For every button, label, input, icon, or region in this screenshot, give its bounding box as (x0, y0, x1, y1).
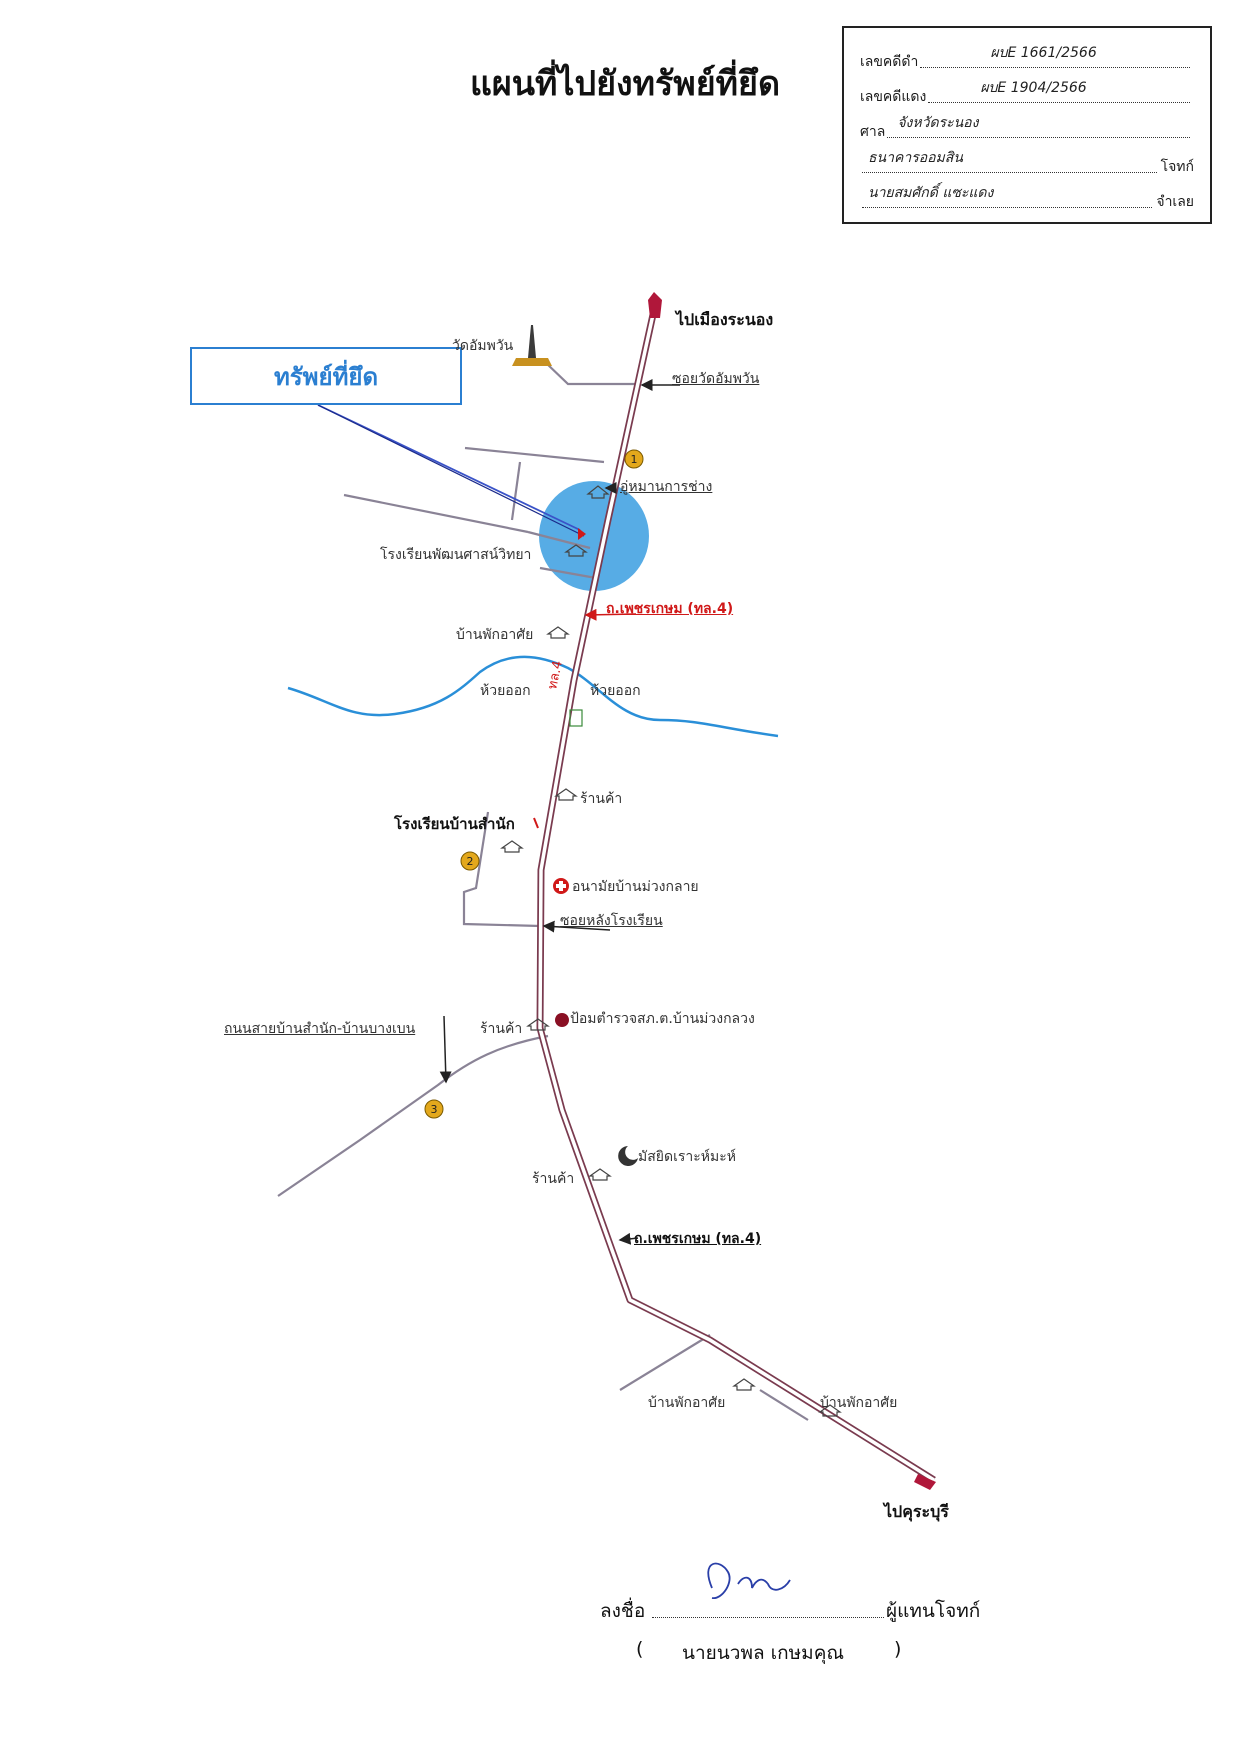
court-label: ศาล (860, 124, 886, 140)
label-school-2: โรงเรียนบ้านสำนัก (394, 815, 515, 833)
highway-4 (536, 309, 936, 1483)
red-case-number: ผบE 1904/2566 (980, 80, 1087, 96)
label-lodging-1: บ้านพักอาศัย (456, 627, 534, 643)
road-number-label: ทล.4 (545, 659, 566, 690)
house-icon-shop-2 (526, 1018, 550, 1031)
marker-1 (624, 449, 644, 469)
house-icon-shop-3 (588, 1168, 612, 1181)
black-case-number: ผบE 1661/2566 (990, 45, 1097, 61)
house-icons (500, 485, 842, 1417)
label-shop-2: ร้านค้า (480, 1021, 523, 1037)
house-icon-lodging-1 (546, 626, 570, 639)
defendant-name: นายสมศักดิ์ แซะแดง (868, 185, 994, 201)
label-soi-school: ซอยหลังโรงเรียน (560, 913, 663, 929)
case-info-box: เลขคดีดำ ผบE 1661/2566 เลขคดีแดง ผบE 190… (842, 26, 1212, 224)
marker-1-label: 1 (631, 453, 638, 466)
plaintiff-row: ธนาคารออมสิน โจทก์ (860, 143, 1194, 178)
signature-line (652, 1616, 884, 1618)
house-icon-lodging-2 (732, 1378, 756, 1391)
label-creek-1: ห้วยออก (480, 683, 531, 699)
north-end-arrow (648, 292, 662, 318)
defendant-role: จำเลย (1156, 194, 1194, 210)
label-mosque: มัสยิดเราะห์มะห์ (638, 1149, 736, 1165)
house-icon-village (586, 485, 610, 499)
temple-icon (512, 325, 552, 366)
label-shop-3: ร้านค้า (532, 1171, 575, 1187)
highway-red-arrow (584, 608, 637, 621)
plaintiff-name: ธนาคารออมสิน (868, 150, 963, 166)
label-highway-south: ถ.เพชรเกษม (ทล.4) (634, 1231, 762, 1247)
flag-icon (533, 817, 539, 829)
label-to-ranong: ไปเมืองระนอง (676, 310, 774, 329)
label-police: ป้อมตำรวจสภ.ต.บ้านม่วงกลวง (570, 1011, 755, 1027)
court-name: จังหวัดระนอง (897, 115, 979, 131)
red-case-row: เลขคดีแดง ผบE 1904/2566 (860, 73, 1194, 108)
label-road-branch: ถนนสายบ้านสำนัก-บ้านบางเบน (224, 1021, 416, 1037)
label-arrows (439, 379, 680, 1245)
name-open-paren: ( (636, 1638, 644, 1660)
name-close-paren: ) (894, 1638, 902, 1660)
label-wat: วัดอัมพวัน (452, 338, 514, 354)
label-soi-wat: ซอยวัดอัมพวัน (672, 371, 760, 387)
property-pointer-lines (317, 404, 585, 537)
signer-name: นายนวพล เกษมคุณ (682, 1642, 845, 1664)
health-icon (553, 878, 569, 894)
label-to-kuraburi: ไปคุระบุรี (884, 1502, 949, 1521)
marker-3-label: 3 (431, 1103, 438, 1116)
house-icon-shop-1 (554, 788, 578, 801)
police-icon (555, 1013, 569, 1027)
marker-2-label: 2 (467, 855, 474, 868)
mosque-icon (618, 1146, 638, 1166)
side-roads (277, 361, 809, 1421)
label-village: อู่หมานการช่าง (620, 479, 713, 495)
house-icon-school-1 (564, 544, 588, 557)
label-shop-1: ร้านค้า (580, 791, 623, 807)
label-lodging-3: บ้านพักอาศัย (820, 1395, 898, 1411)
south-end-arrow (914, 1474, 936, 1490)
label-lodging-2: บ้านพักอาศัย (648, 1395, 726, 1411)
property-marker (578, 528, 586, 540)
plaintiff-role: โจทก์ (1160, 159, 1194, 175)
defendant-row: นายสมศักดิ์ แซะแดง จำเลย (860, 178, 1194, 213)
label-school-1: โรงเรียนพัฒนศาสน์วิทยา (380, 547, 532, 563)
page-title: แผนที่ไปยังทรัพย์ที่ยึด (469, 64, 781, 104)
label-creek-2: ห้วยออก (590, 683, 641, 699)
marker-3 (424, 1099, 444, 1119)
house-icon-school-2 (500, 840, 524, 853)
marker-2 (460, 851, 480, 871)
court-row: ศาล จังหวัดระนอง (860, 108, 1194, 143)
property-highlight-circle (539, 481, 649, 591)
house-icon-lodging-3 (818, 1404, 842, 1417)
property-label-box: ทรัพย์ที่ยึด (190, 347, 462, 405)
black-case-label: เลขคดีดำ (860, 54, 919, 70)
black-case-row: เลขคดีดำ ผบE 1661/2566 (860, 38, 1194, 73)
label-health: อนามัยบ้านม่วงกลาย (572, 879, 699, 895)
label-highway-north: ถ.เพชรเกษม (ทล.4) (606, 601, 734, 617)
red-case-label: เลขคดีแดง (860, 89, 927, 105)
signer-role: ผู้แทนโจทก์ (886, 1600, 981, 1622)
fuel-icon (569, 709, 583, 727)
river-line (287, 655, 779, 738)
signature-scribble (707, 1562, 791, 1599)
sign-label: ลงชื่อ (600, 1600, 646, 1622)
route-markers (424, 449, 644, 1119)
